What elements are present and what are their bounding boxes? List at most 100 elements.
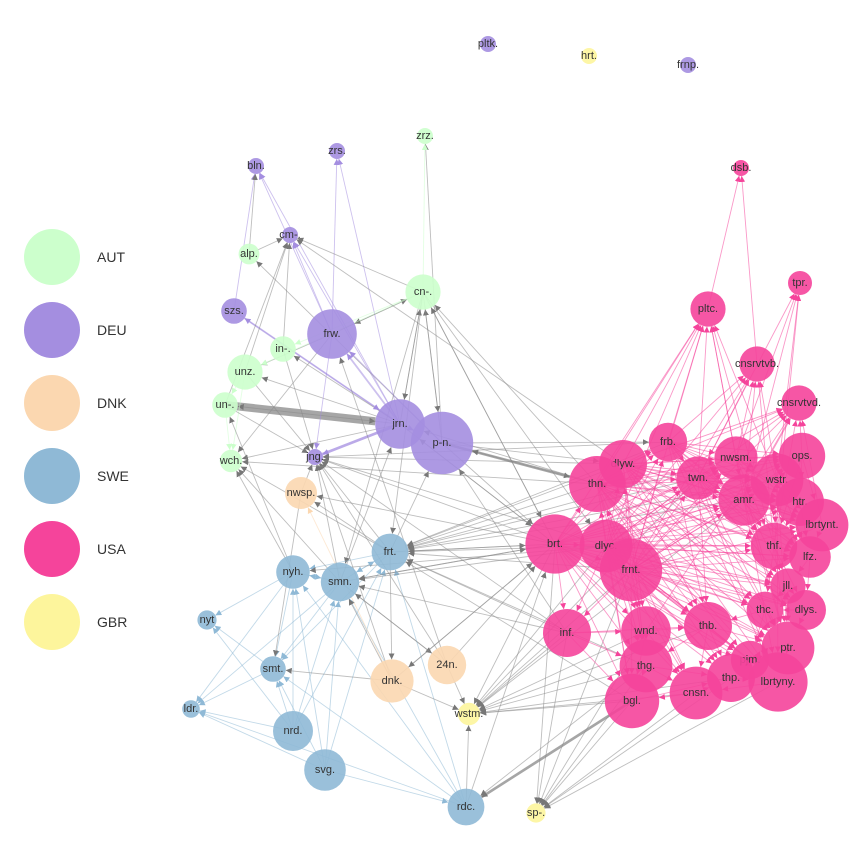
node-circle-dsb[interactable] [733, 160, 749, 176]
node-lbrtyny[interactable]: lbrtyny. [748, 652, 808, 712]
node-circle-thc[interactable] [746, 591, 784, 629]
node-circle-hrt[interactable] [581, 48, 597, 64]
node-zrs[interactable]: zrs. [328, 143, 346, 159]
node-circle-jng[interactable] [307, 449, 323, 465]
node-nwsp[interactable]: nwsp. [285, 477, 317, 509]
node-smn[interactable]: smn. [320, 562, 360, 602]
node-pltc[interactable]: pltc. [690, 291, 726, 327]
node-frb[interactable]: frb. [648, 422, 688, 462]
node-cnsrvtvb[interactable]: cnsrvtvb. [735, 346, 779, 382]
node-amr[interactable]: amr. [718, 474, 770, 526]
node-circle-un[interactable] [212, 392, 238, 418]
node-circle-nyh[interactable] [276, 555, 310, 589]
node-alp[interactable]: alp. [238, 243, 260, 265]
node-nyh[interactable]: nyh. [276, 555, 310, 589]
node-circle-24n[interactable] [427, 645, 467, 685]
node-smt[interactable]: smt. [260, 656, 286, 682]
node-circle-frnt[interactable] [599, 538, 663, 602]
node-frnp[interactable]: frnp. [677, 57, 699, 73]
node-cm[interactable]: cm-. [279, 227, 301, 243]
node-sp[interactable]: sp-. [526, 803, 546, 823]
node-circle-thn[interactable] [569, 456, 625, 512]
node-circle-frw[interactable] [307, 309, 357, 359]
node-circle-inf[interactable] [543, 609, 591, 657]
node-circle-wch[interactable] [219, 449, 243, 473]
node-dlys[interactable]: dlys. [786, 590, 826, 630]
node-circle-nyt[interactable] [197, 610, 217, 630]
node-cnsn[interactable]: cnsn. [669, 666, 723, 720]
node-circle-thb[interactable] [684, 602, 732, 650]
node-circle-sp[interactable] [526, 803, 546, 823]
node-circle-frt[interactable] [371, 533, 409, 571]
node-thb[interactable]: thb. [684, 602, 732, 650]
node-24n[interactable]: 24n. [427, 645, 467, 685]
node-bln[interactable]: bln. [247, 158, 265, 174]
node-circle-frnp[interactable] [680, 57, 696, 73]
node-circle-lbrtyny[interactable] [748, 652, 808, 712]
node-circle-bln[interactable] [248, 158, 264, 174]
node-circle-twn[interactable] [676, 456, 720, 500]
node-cn[interactable]: cn-. [405, 274, 441, 310]
node-in[interactable]: in-. [270, 336, 296, 362]
node-un[interactable]: un-. [212, 392, 238, 418]
node-circle-zrs[interactable] [329, 143, 345, 159]
node-circle-svg[interactable] [304, 749, 346, 791]
node-circle-alp[interactable] [238, 243, 260, 265]
node-wstm[interactable]: wstm. [454, 702, 484, 726]
node-circle-nrd[interactable] [273, 711, 313, 751]
node-circle-bgl[interactable] [604, 673, 660, 729]
node-tpr[interactable]: tpr. [788, 271, 812, 295]
node-circle-rdc[interactable] [447, 788, 485, 826]
node-circle-pltc[interactable] [690, 291, 726, 327]
node-circle-dnk[interactable] [370, 659, 414, 703]
node-circle-brt[interactable] [525, 514, 585, 574]
node-circle-cnsn[interactable] [669, 666, 723, 720]
node-circle-pltk[interactable] [480, 36, 496, 52]
node-nwsm[interactable]: nwsm. [714, 436, 758, 480]
node-frt[interactable]: frt. [371, 533, 409, 571]
node-inf[interactable]: inf. [543, 609, 591, 657]
node-pn[interactable]: p-n. [410, 411, 474, 475]
node-szs[interactable]: szs. [221, 298, 247, 324]
node-circle-cnsrvtvd[interactable] [781, 385, 817, 421]
node-circle-thf[interactable] [750, 522, 798, 570]
node-circle-cnsrvtvb[interactable] [739, 346, 775, 382]
node-frw[interactable]: frw. [307, 309, 357, 359]
node-hrt[interactable]: hrt. [581, 48, 597, 64]
node-svg[interactable]: svg. [304, 749, 346, 791]
node-nrd[interactable]: nrd. [273, 711, 313, 751]
node-lfz[interactable]: lfz. [789, 536, 831, 578]
node-circle-zrz[interactable] [417, 128, 433, 144]
node-thf[interactable]: thf. [750, 522, 798, 570]
node-circle-dlys[interactable] [786, 590, 826, 630]
node-bgl[interactable]: bgl. [604, 673, 660, 729]
node-frnt[interactable]: frnt. [599, 538, 663, 602]
node-circle-wstm[interactable] [457, 702, 481, 726]
node-zrz[interactable]: zrz. [416, 128, 434, 144]
node-circle-nwsm[interactable] [714, 436, 758, 480]
node-unz[interactable]: unz. [227, 354, 263, 390]
node-circle-frb[interactable] [648, 422, 688, 462]
node-thn[interactable]: thn. [569, 456, 625, 512]
node-circle-pn[interactable] [410, 411, 474, 475]
node-jng[interactable]: jng. [305, 449, 324, 465]
node-circle-lfz[interactable] [789, 536, 831, 578]
node-wch[interactable]: wch. [219, 449, 243, 473]
node-brt[interactable]: brt. [525, 514, 585, 574]
node-pltk[interactable]: pltk. [478, 36, 498, 52]
node-thc[interactable]: thc. [746, 591, 784, 629]
node-circle-tpr[interactable] [788, 271, 812, 295]
node-circle-szs[interactable] [221, 298, 247, 324]
node-circle-smn[interactable] [320, 562, 360, 602]
node-circle-cm[interactable] [282, 227, 298, 243]
node-cnsrvtvd[interactable]: cnsrvtvd. [777, 385, 821, 421]
node-circle-unz[interactable] [227, 354, 263, 390]
node-circle-smt[interactable] [260, 656, 286, 682]
node-circle-nwsp[interactable] [285, 477, 317, 509]
node-circle-amr[interactable] [718, 474, 770, 526]
node-dsb[interactable]: dsb. [731, 160, 752, 176]
node-nyt[interactable]: nyt [197, 610, 217, 630]
node-rdc[interactable]: rdc. [447, 788, 485, 826]
node-ldr[interactable]: ldr. [182, 700, 200, 718]
node-dnk[interactable]: dnk. [370, 659, 414, 703]
